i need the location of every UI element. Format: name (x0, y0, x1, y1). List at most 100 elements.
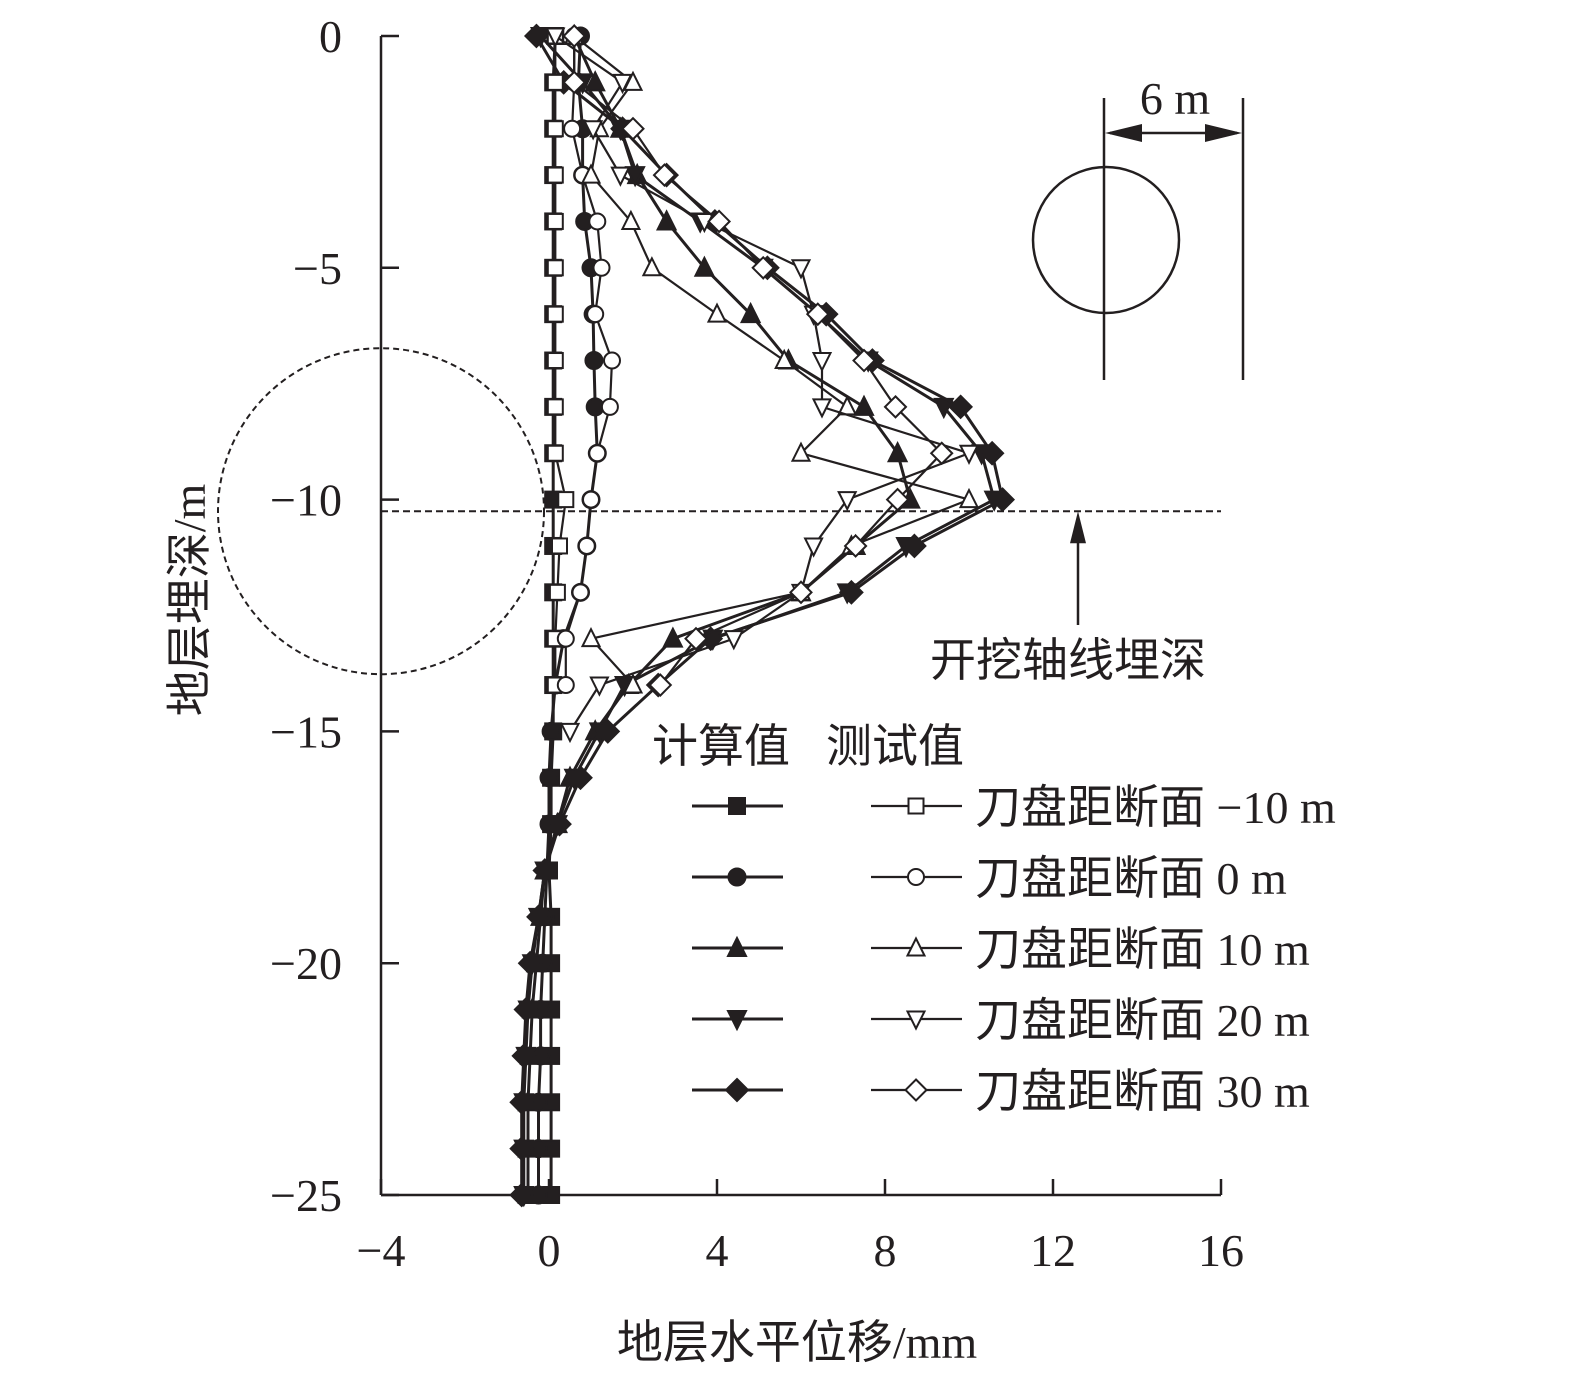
data-point (563, 119, 582, 138)
data-point (790, 259, 812, 280)
data-point (547, 811, 572, 837)
data-point (595, 718, 621, 744)
data-point (707, 209, 732, 234)
y-tick-label: 0 (319, 11, 342, 62)
data-point (739, 301, 762, 324)
data-point (571, 583, 590, 602)
data-point (990, 487, 1016, 513)
y-tick-label: −20 (270, 938, 342, 989)
x-tick-label: 0 (538, 1225, 561, 1276)
legend-marker-computed (726, 935, 748, 957)
data-point (556, 676, 575, 695)
data-point (948, 394, 974, 420)
x-tick-label: −4 (357, 1225, 406, 1276)
legend-header-measured: 测试值 (826, 721, 964, 772)
data-point (526, 904, 551, 930)
legend-marker-computed (728, 797, 746, 815)
data-point (838, 579, 864, 605)
data-point (532, 858, 558, 883)
series-computed-1 (529, 26, 607, 1205)
legend-marker-computed (726, 1010, 748, 1032)
data-point (622, 673, 644, 694)
inset-tunnel-circle (1031, 165, 1181, 315)
data-point (582, 120, 604, 141)
x-tick-label: 4 (706, 1225, 729, 1276)
data-point (546, 212, 564, 230)
tunnel-outline-circle (217, 347, 545, 676)
data-point (523, 23, 549, 49)
data-point (843, 534, 868, 558)
data-point (811, 352, 833, 373)
data-point (546, 120, 564, 138)
series-computed-4 (509, 23, 1016, 1208)
data-point (511, 1043, 537, 1069)
data-point (723, 630, 744, 651)
data-point (551, 537, 568, 555)
data-point (509, 1089, 535, 1115)
series-computed-3 (513, 27, 1005, 1208)
y-tick-label: −15 (270, 706, 342, 757)
series-computed-0 (540, 27, 565, 1204)
data-point (584, 70, 606, 92)
data-point (958, 444, 980, 465)
series-line (554, 35, 973, 732)
data-point (790, 441, 812, 462)
data-point (852, 348, 876, 373)
data-point (562, 24, 587, 48)
data-point (805, 302, 830, 327)
legend-label: 刀盘距断面 −10 m (975, 782, 1336, 833)
data-point (546, 73, 564, 91)
legend-marker-measured (907, 797, 925, 815)
legend-item: 刀盘距断面 10 m (692, 924, 1310, 975)
data-point (706, 302, 728, 323)
data-point (621, 116, 645, 141)
data-point (886, 441, 909, 463)
y-tick-label: −5 (293, 243, 342, 294)
data-point (929, 441, 954, 466)
data-point (620, 209, 642, 230)
legend-marker-measured (905, 936, 927, 957)
data-point (513, 997, 539, 1022)
data-point (559, 722, 581, 744)
y-tick-label: −25 (270, 1170, 342, 1221)
x-tick-label: 16 (1198, 1225, 1244, 1276)
data-point (589, 676, 610, 697)
data-point (600, 397, 619, 416)
data-point (958, 487, 980, 509)
data-point (557, 491, 575, 509)
series-group (509, 23, 1016, 1208)
data-point (603, 351, 621, 370)
y-axis-label: 地层埋深/m (164, 484, 215, 717)
data-point (803, 537, 824, 558)
legend-item: 刀盘距断面 −10 m (692, 782, 1336, 833)
data-point (774, 348, 795, 370)
series-line (537, 35, 599, 1195)
data-point (584, 351, 604, 371)
data-point (517, 950, 543, 976)
x-tick-label: 12 (1030, 1225, 1076, 1276)
data-point (885, 487, 910, 512)
legend-marker-measured (904, 1078, 928, 1102)
data-point (546, 444, 564, 462)
legend-marker-computed (724, 1077, 750, 1103)
data-point (610, 166, 631, 187)
data-point (546, 352, 564, 370)
y-tick-label: −10 (270, 475, 342, 526)
data-point (509, 1182, 535, 1208)
data-point (612, 73, 633, 95)
data-point (546, 259, 564, 277)
data-point (582, 490, 600, 509)
legend-item: 刀盘距断面 30 m (692, 1066, 1310, 1117)
data-point (545, 27, 566, 48)
data-point (586, 305, 605, 324)
data-point (837, 491, 858, 512)
series-computed-2 (517, 23, 921, 1204)
inset-dimension-label: 6 m (1140, 73, 1211, 124)
legend-label: 刀盘距断面 30 m (975, 1066, 1310, 1117)
legend-item: 刀盘距断面 0 m (692, 853, 1287, 904)
data-point (624, 166, 646, 188)
data-point (568, 765, 593, 791)
